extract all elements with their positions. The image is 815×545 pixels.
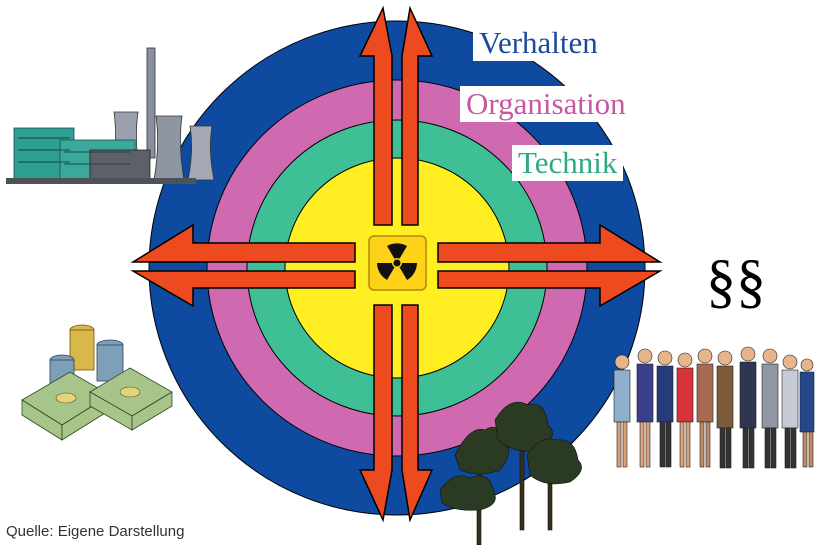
arrow-down-right: [401, 304, 434, 523]
label-organization: Organisation: [460, 86, 632, 122]
label-behavior: Verhalten: [473, 25, 604, 61]
arrow-down-left: [358, 304, 393, 523]
arrow-right-bottom: [437, 270, 663, 308]
label-technology: Technik: [512, 145, 624, 181]
money-icon: [21, 324, 173, 441]
arrow-up-left: [358, 5, 393, 226]
people-group-icon: [613, 346, 815, 469]
radiation-hazard-icon: [368, 235, 427, 291]
arrow-left-bottom: [130, 270, 356, 308]
power-plant-icon: [6, 47, 215, 184]
arrows: [130, 5, 663, 523]
law-symbol: §§: [706, 248, 766, 314]
arrow-right-top: [437, 223, 663, 263]
arrow-up-right: [401, 5, 434, 226]
trees-icon: [439, 401, 582, 545]
source-caption: Quelle: Eigene Darstellung: [6, 523, 185, 540]
arrow-left-top: [130, 223, 356, 263]
